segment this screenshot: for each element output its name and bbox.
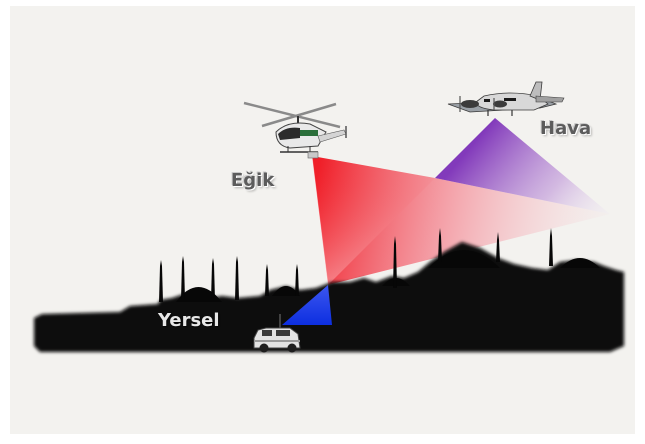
suv-icon [253, 314, 301, 353]
yersel-label: Yersel [158, 310, 220, 331]
egik-beam [311, 155, 610, 286]
hava-label: Hava [540, 118, 592, 139]
hava-beam [435, 118, 610, 214]
airplane-icon [447, 81, 565, 116]
egik-label: Eğik [231, 170, 275, 191]
yersel-beam [282, 285, 332, 325]
helicopter-icon [243, 101, 347, 159]
